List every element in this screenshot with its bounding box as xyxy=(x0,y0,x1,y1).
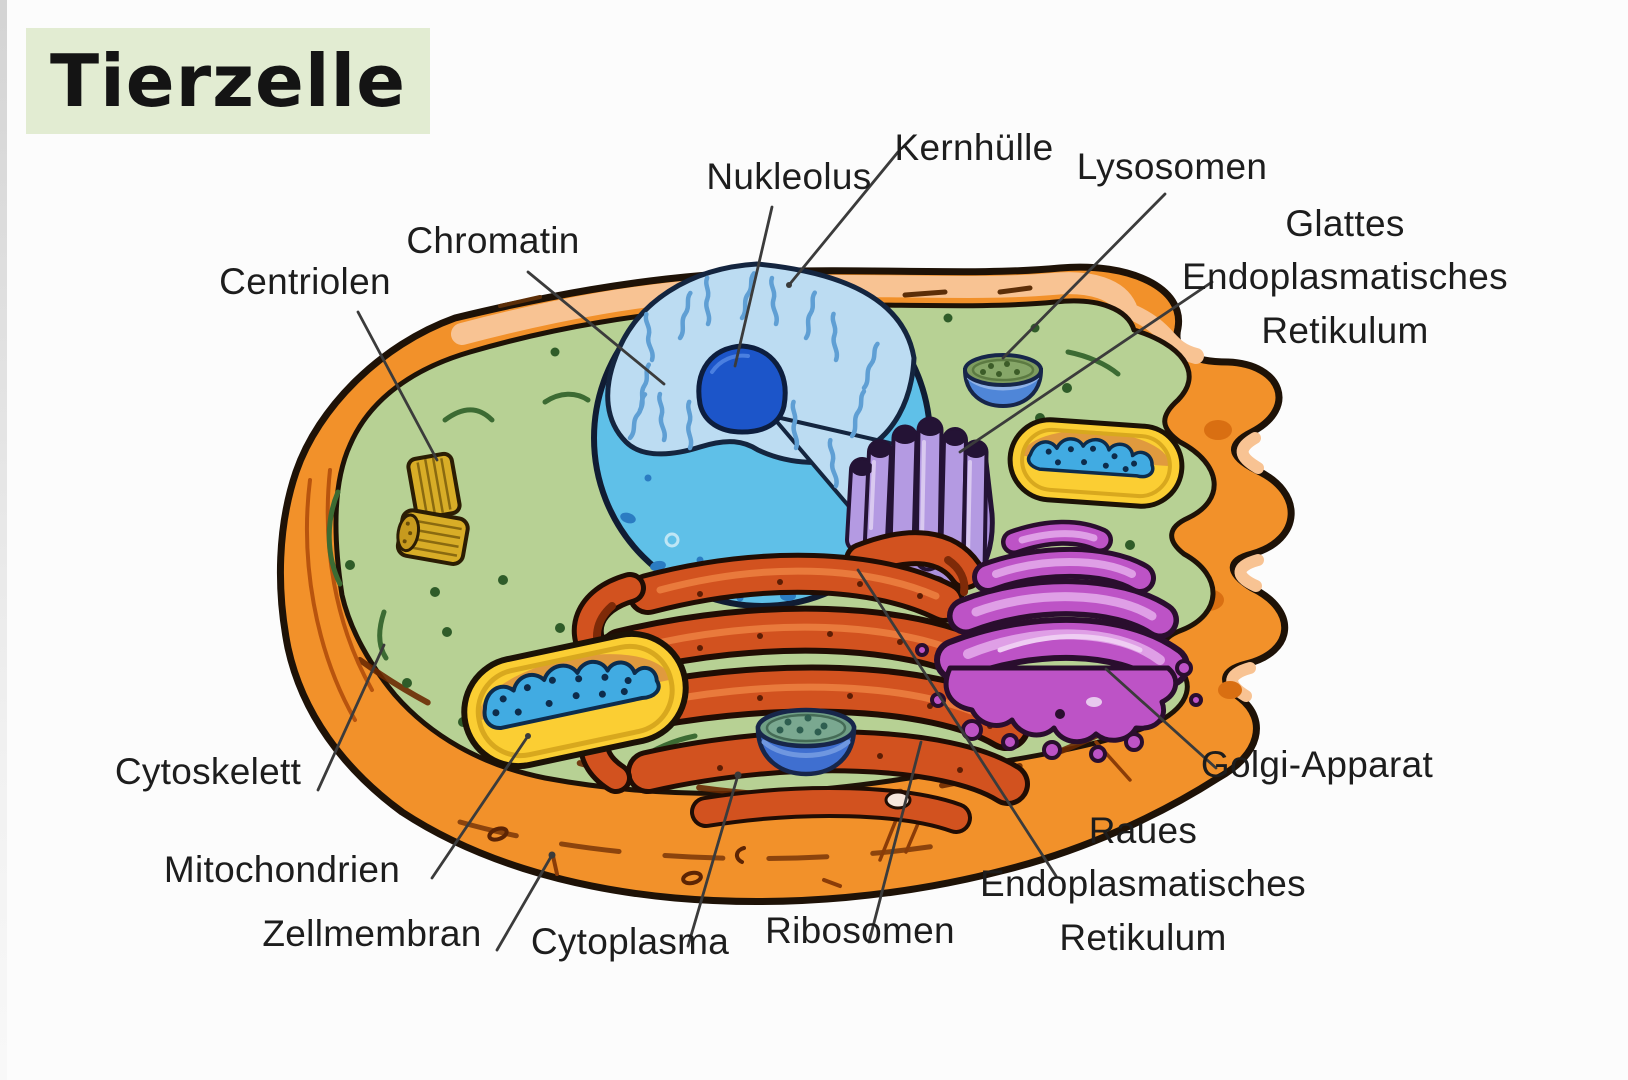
label-ribosomen: Ribosomen xyxy=(765,909,955,951)
leader-golgi xyxy=(1104,667,1218,770)
label-chromatin: Chromatin xyxy=(406,219,580,261)
leader-kernhuelle xyxy=(787,150,900,287)
leader-lines xyxy=(316,150,1218,952)
nucleolus xyxy=(696,343,788,435)
leader-ribosomen xyxy=(867,740,923,944)
leader-nukleolus xyxy=(733,205,774,368)
nucleus xyxy=(591,261,933,609)
mitochondrion-left xyxy=(461,630,689,770)
label-glattes-er: Glattes Endoplasmatisches Retikulum xyxy=(1182,203,1508,351)
label-centriolen: Centriolen xyxy=(219,260,391,302)
leader-cytoplasma xyxy=(686,773,740,948)
label-nukleolus: Nukleolus xyxy=(706,155,872,197)
scan-edge-strip xyxy=(0,0,7,1080)
leader-glattes-er xyxy=(958,280,1214,454)
lysosome-top xyxy=(962,353,1044,409)
label-golgi-apparat: Golgi-Apparat xyxy=(1200,743,1434,785)
leader-chromatin xyxy=(526,270,666,386)
leader-raues-er xyxy=(856,568,1058,878)
vesicle-bottom xyxy=(755,707,857,777)
label-zellmembran: Zellmembran xyxy=(262,912,482,954)
label-raues-er: Raues Endoplasmatisches Retikulum xyxy=(980,810,1306,958)
label-mitochondrien: Mitochondrien xyxy=(163,848,401,890)
label-kernhuelle: Kernhülle xyxy=(894,126,1054,168)
leader-centriolen xyxy=(356,310,439,462)
page-title: Tierzelle xyxy=(26,28,430,134)
label-cytoskelett: Cytoskelett xyxy=(114,750,302,792)
golgi-apparatus xyxy=(915,519,1203,763)
leader-lysosomen xyxy=(1001,192,1167,360)
mitochondrion-right xyxy=(1007,417,1185,509)
leader-zellmembran xyxy=(495,853,554,952)
label-lysosomen: Lysosomen xyxy=(1076,145,1268,187)
leader-cytoskelett xyxy=(316,643,386,792)
leader-mitochondrien xyxy=(430,734,530,880)
centrioles xyxy=(395,451,470,566)
label-cytoplasma: Cytoplasma xyxy=(530,920,730,962)
